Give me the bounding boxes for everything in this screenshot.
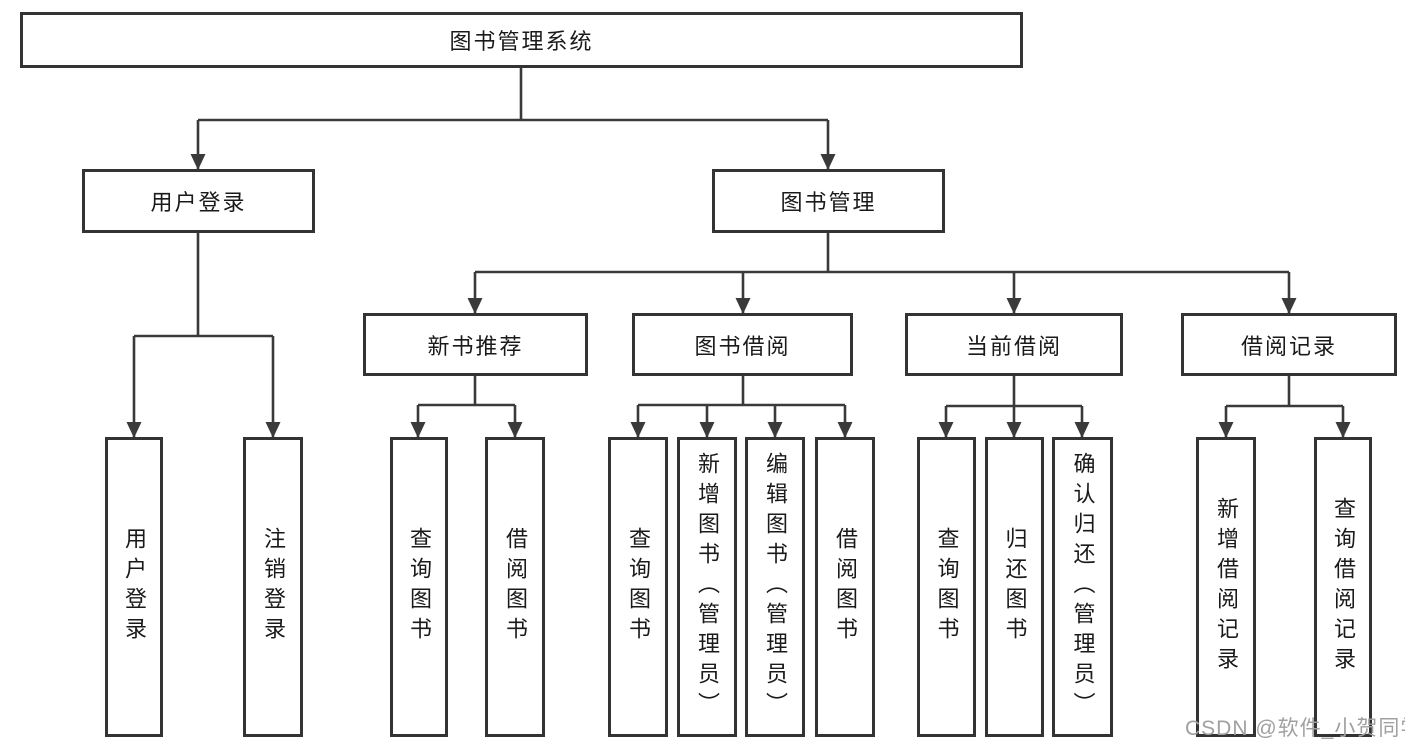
node-root-system: 图书管理系统 [20, 12, 1023, 68]
node-leaf-add-borrow-record: 新增借阅记录 [1196, 437, 1256, 737]
node-leaf-user-login: 用户登录 [105, 437, 163, 737]
node-leaf-borrow-books-1: 借阅图书 [485, 437, 545, 737]
node-leaf-logout: 注销登录 [243, 437, 303, 737]
node-borrowing-records: 借阅记录 [1181, 313, 1397, 376]
csdn-watermark: CSDN @软件_小贺同学 [1185, 717, 1405, 740]
node-current-borrowing: 当前借阅 [905, 313, 1123, 376]
node-new-book-recommend: 新书推荐 [363, 313, 588, 376]
node-leaf-return-books: 归还图书 [985, 437, 1044, 737]
node-leaf-borrow-books-2: 借阅图书 [815, 437, 875, 737]
node-leaf-confirm-return-admin: 确认归还（管理员） [1052, 437, 1113, 737]
node-leaf-edit-books-admin: 编辑图书（管理员） [745, 437, 805, 737]
connector-skeleton [134, 68, 1343, 408]
node-leaf-query-books-1: 查询图书 [390, 437, 448, 737]
node-leaf-add-books-admin: 新增图书（管理员） [677, 437, 737, 737]
node-book-borrowing: 图书借阅 [632, 313, 853, 376]
node-user-login: 用户登录 [82, 169, 315, 233]
node-leaf-query-borrow-record: 查询借阅记录 [1314, 437, 1372, 737]
node-leaf-query-books-2: 查询图书 [608, 437, 668, 737]
node-book-management: 图书管理 [712, 169, 945, 233]
node-leaf-query-books-3: 查询图书 [917, 437, 976, 737]
